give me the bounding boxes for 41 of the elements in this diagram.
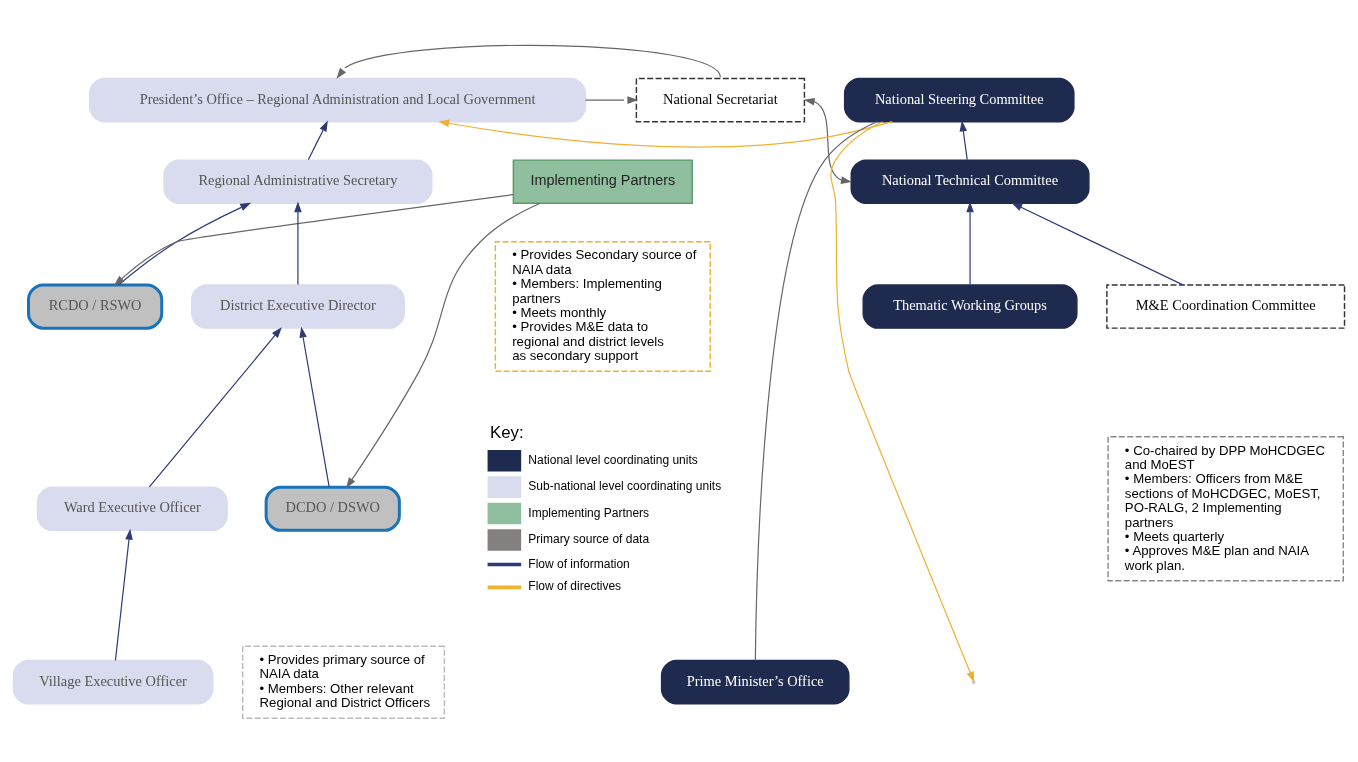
arrow (438, 119, 893, 148)
arrow (830, 120, 975, 682)
legend-label: Implementing Partners (528, 505, 650, 520)
node-box: • Provides primary source of NAIA data • Members: Other relevant Regional and District Officers (242, 644, 446, 719)
node-box: District Executive Director (191, 283, 405, 329)
node-box: Thematic Working Groups (862, 283, 1078, 329)
arrow (118, 202, 252, 285)
node-box: National Technical Committee (850, 158, 1090, 204)
legend-label: National level coordinating units (528, 452, 698, 467)
node-box: • Co-chaired by DPP MoHCDGEC and MoEST • Members: Officers from M&E sections of MoHCDGEC, MoEST, PO-RALG, 2 Implementing partners • Meets quarterly • Approves M&E plan and NAIA work plan. (1107, 435, 1345, 581)
node-box: Implementing Partners (512, 158, 693, 204)
arrow (346, 202, 541, 488)
node-box: DCDO / DSWO (264, 485, 401, 532)
arrow (803, 97, 852, 184)
legend-label: Sub-national level coordinating units (528, 478, 722, 493)
arrow (307, 120, 328, 160)
arrow (1011, 202, 1184, 285)
arrow (336, 44, 721, 79)
node-box: National Secretariat (635, 77, 806, 122)
arrow (148, 326, 282, 488)
node-box: RCDO / RSWO (27, 282, 164, 330)
label: Key: (489, 422, 524, 442)
arrow (114, 528, 133, 661)
arrow (584, 95, 639, 104)
legend-label: Flow of information (528, 556, 630, 571)
node-box: Regional Administrative Secretary (163, 158, 433, 204)
node-box: • Provides Secondary source of NAIA data • Members: Implementing partners • Meets monthly • Provides M&E data to regional and district levels as secondary support (494, 240, 711, 372)
legend-label: Flow of directives (528, 578, 622, 593)
arrow (966, 201, 974, 285)
node-box: M&E Coordination Committee (1106, 283, 1346, 329)
node-box: Prime Minister’s Office (660, 659, 850, 704)
arrow (959, 119, 968, 160)
arrow (294, 201, 302, 285)
arrow (299, 326, 330, 488)
node-box: National Steering Committee (843, 77, 1075, 122)
node-box: Ward Executive Officer (36, 485, 228, 531)
node-box: President’s Office – Regional Administration and Local Government (89, 77, 587, 122)
arrow (113, 193, 514, 286)
connector (754, 120, 878, 661)
legend-label: Primary source of data (528, 531, 650, 546)
node-box: Village Executive Officer (12, 659, 214, 704)
